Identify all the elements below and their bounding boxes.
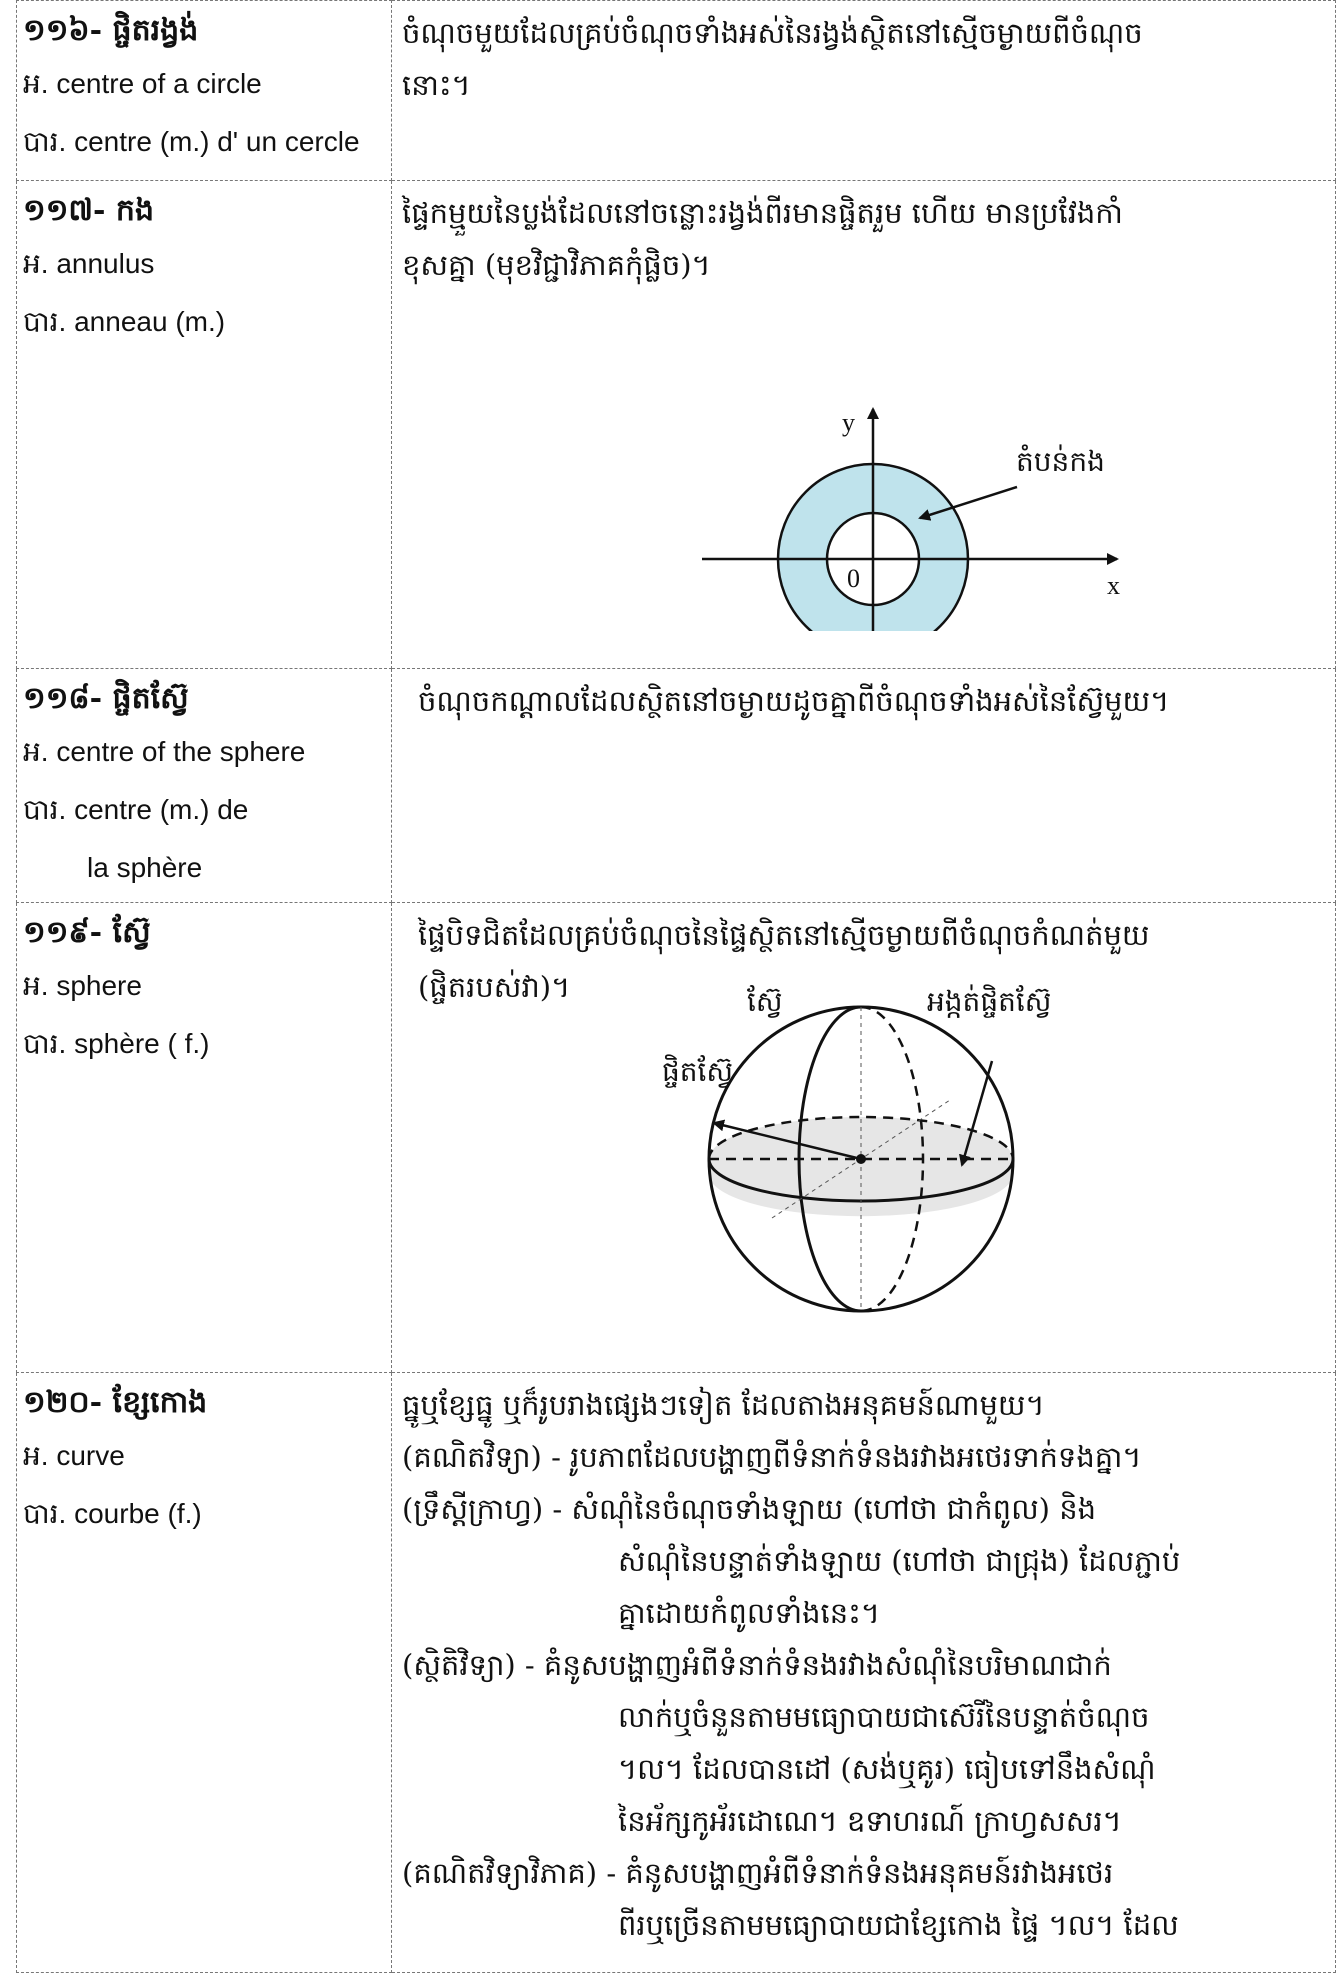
annulus-region-label: តំបន់កង — [1016, 444, 1105, 478]
definition-line: គ្នាដោយកំពូលទាំងនេះ។ — [618, 1596, 880, 1630]
term-cell: ១២០- ខ្សែកោង អ. curve បារ. courbe (f.) — [16, 1372, 392, 1973]
entry-row: ១១៦- ផ្ចិតរង្វង់ អ. centre of a circle ប… — [16, 0, 1336, 181]
definition-line: (គណិតវិទ្យា) - រូបភាពដែលបង្ហាញពីទំនាក់ទំ… — [402, 1440, 1142, 1474]
term-french: បារ. centre (m.) de — [23, 794, 249, 825]
term-french: បារ. sphère ( f.) — [23, 1028, 210, 1059]
origin-label: 0 — [847, 564, 860, 593]
entry-row: ១១៩- ស្វ៊ែ អ. sphere បារ. sphère ( f.) ផ… — [16, 902, 1336, 1373]
definition-line: នៃអ័ក្សកូអ័រដោណេ។ ឧទាហរណ៍ ក្រាហ្វសសរ។ — [618, 1804, 1122, 1838]
region-pointer-arrow — [918, 485, 1018, 521]
definition-line: ។ល។ ដែលបានដៅ (សង់ឬគូរ) ធៀបទៅនឹងសំណុំ — [618, 1752, 1156, 1786]
definition-line: ពីរឬច្រើនតាមមធ្យោបាយជាខ្សែកោង ផ្ទៃ ។ល។ ដ… — [618, 1908, 1179, 1942]
term-english: អ. annulus — [23, 248, 155, 279]
annulus-diagram: y x 0 តំបន់កង — [702, 407, 1120, 631]
definition-line: នោះ។ — [402, 68, 471, 102]
term-cell: ១១៩- ស្វ៊ែ អ. sphere បារ. sphère ( f.) — [16, 902, 392, 1373]
definition-line: (ផ្ចិតរបស់វា)។ — [418, 970, 571, 1004]
definition-line: (គណិតវិទ្យាវិភាគ) - គំនូសបង្ហាញអំពីទំនាក… — [402, 1856, 1114, 1890]
definition-line: ចំណុចមួយដែលគ្រប់ចំណុចទាំងអស់នៃរង្វង់ស្ថិ… — [402, 16, 1143, 50]
definition-cell: ផ្ទៃបិទជិតដែលគ្រប់ចំណុចនៃផ្ទៃស្ថិតនៅស្មើ… — [391, 902, 1336, 1373]
definition-line: ធ្នូឬខ្សែធ្នូ ឬក៏រូបរាងផ្សេងៗទៀត ដែលតាងអ… — [402, 1388, 1045, 1422]
definition-line: (ទ្រឹស្តីក្រាហ្វ) - សំណុំនៃចំណុចទាំងឡាយ … — [402, 1492, 1097, 1526]
definition-line: ផ្ទៃកម្មួយនៃប្លង់ដែលនៅចន្លោះរង្វង់ពីរមាន… — [402, 196, 1123, 230]
term-english: អ. curve — [23, 1440, 125, 1471]
term-heading: ១១៩- ស្វ៊ែ — [23, 915, 151, 950]
term-cell: ១១៦- ផ្ចិតរង្វង់ អ. centre of a circle ប… — [16, 0, 392, 181]
definition-cell: ផ្ទៃកម្មួយនៃប្លង់ដែលនៅចន្លោះរង្វង់ពីរមាន… — [391, 180, 1336, 669]
term-heading: ១១៧- កង — [23, 193, 155, 228]
term-french: បារ. courbe (f.) — [23, 1498, 202, 1529]
diameter-label: អង្កត់ផ្ចិតស្វ៊ែ — [927, 984, 1051, 1018]
definition-cell: ចំណុចកណ្តាលដែលស្ថិតនៅចម្ងាយដូចគ្នាពីចំណុ… — [391, 668, 1336, 903]
definition-line: (ស្ថិតិវិទ្យា) - គំនូសបង្ហាញអំពីទំនាក់ទំ… — [402, 1648, 1112, 1682]
equator-shade — [709, 1117, 1013, 1217]
definition-line: ខុសគ្នា (មុខវិជ្ជាវិភាគកុំផ្លិច)។ — [402, 248, 711, 282]
entry-row: ១១៧- កង អ. annulus បារ. anneau (m.) ផ្ទៃ… — [16, 180, 1336, 669]
term-heading: ១២០- ខ្សែកោង — [23, 1385, 208, 1420]
term-french: បារ. anneau (m.) — [23, 306, 226, 337]
definition-cell: ធ្នូឬខ្សែធ្នូ ឬក៏រូបរាងផ្សេងៗទៀត ដែលតាងអ… — [391, 1372, 1336, 1973]
term-french: បារ. centre (m.) d' un cercle — [23, 126, 360, 157]
glossary-table: ១១៦- ផ្ចិតរង្វង់ អ. centre of a circle ប… — [16, 0, 1336, 1973]
y-axis-label: y — [842, 408, 855, 437]
sphere-diagram: ស្វ៊ែ អង្កត់ផ្ចិតស្វ៊ែ ផ្ចិតស្វ៊ែ — [662, 984, 1051, 1313]
term-heading: ១១៨- ផ្ចិតស្វ៊ែ — [23, 681, 189, 716]
definition-line: លាក់ឬចំនួនតាមមធ្យោបាយជាស៊េរីនៃបន្ទាត់ចំណ… — [618, 1700, 1150, 1734]
x-axis-label: x — [1107, 571, 1120, 600]
center-label: ផ្ចិតស្វ៊ែ — [662, 1054, 733, 1088]
definition-cell: ចំណុចមួយដែលគ្រប់ចំណុចទាំងអស់នៃរង្វង់ស្ថិ… — [391, 0, 1336, 181]
term-cell: ១១៨- ផ្ចិតស្វ៊ែ អ. centre of the sphere … — [16, 668, 392, 903]
entry-row: ១២០- ខ្សែកោង អ. curve បារ. courbe (f.) ធ… — [16, 1372, 1336, 1973]
term-heading: ១១៦- ផ្ចិតរង្វង់ — [23, 13, 199, 48]
definition-line: ផ្ទៃបិទជិតដែលគ្រប់ចំណុចនៃផ្ទៃស្ថិតនៅស្មើ… — [418, 918, 1150, 952]
term-french-continued: la sphère — [87, 852, 203, 883]
center-pointer-arrow — [712, 1119, 862, 1161]
definition-line: សំណុំនៃបន្ទាត់ទាំងឡាយ (ហៅថា ជាជ្រុង) ដែល… — [618, 1544, 1181, 1578]
term-english: អ. centre of a circle — [23, 68, 262, 99]
term-cell: ១១៧- កង អ. annulus បារ. anneau (m.) — [16, 180, 392, 669]
term-english: អ. centre of the sphere — [23, 736, 306, 767]
entry-row: ១១៨- ផ្ចិតស្វ៊ែ អ. centre of the sphere … — [16, 668, 1336, 903]
diameter-pointer-arrow — [959, 1060, 994, 1167]
definition-line: ចំណុចកណ្តាលដែលស្ថិតនៅចម្ងាយដូចគ្នាពីចំណុ… — [418, 684, 1170, 718]
term-english: អ. sphere — [23, 970, 142, 1001]
sphere-label: ស្វ៊ែ — [747, 985, 783, 1018]
